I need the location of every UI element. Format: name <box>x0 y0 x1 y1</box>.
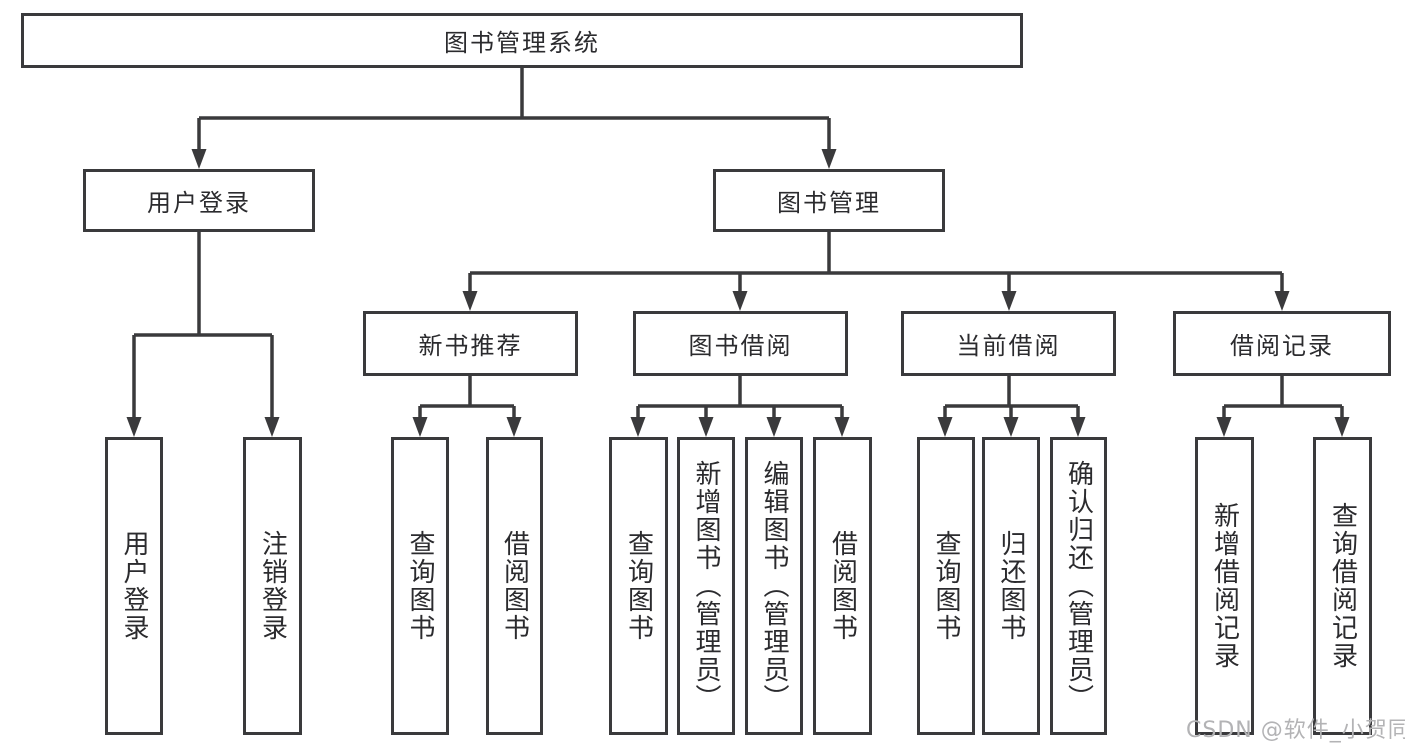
arrow-down-icon <box>1274 291 1290 311</box>
arrow-down-icon <box>462 291 478 311</box>
edge-user-login-arrowheads <box>126 417 280 437</box>
node-library-system: 图书管理系统 <box>21 13 1023 68</box>
node-query-borrow-record: 查询借阅记录 <box>1313 437 1372 735</box>
arrow-down-icon <box>937 417 953 437</box>
arrow-down-icon <box>732 291 748 311</box>
edge-borrowing-records-children <box>1222 376 1344 419</box>
node-borrow-books-borrowing: 借阅图书 <box>813 437 872 735</box>
node-book-borrowing: 图书借阅 <box>633 311 848 376</box>
node-user-login: 用户登录 <box>83 169 315 232</box>
edge-user-login-children <box>132 232 274 419</box>
node-borrowing-records: 借阅记录 <box>1173 311 1391 376</box>
node-user-login-leaf: 用户登录 <box>105 437 163 735</box>
node-query-books-current: 查询图书 <box>917 437 975 735</box>
edge-new-book-recommend-children <box>418 376 516 419</box>
edge-current-borrowing-children <box>943 376 1080 419</box>
arrow-down-icon <box>1070 417 1086 437</box>
node-new-book-recommend: 新书推荐 <box>363 311 578 376</box>
node-borrow-books-recommend: 借阅图书 <box>486 437 543 735</box>
edge-current-borrowing-arrowheads <box>937 417 1086 437</box>
node-add-books-admin: 新增图书（管理员） <box>677 437 735 735</box>
arrow-down-icon <box>698 417 714 437</box>
node-return-books: 归还图书 <box>982 437 1040 735</box>
edge-root-to-level2-arrowheads <box>191 149 837 169</box>
node-current-borrowing: 当前借阅 <box>901 311 1116 376</box>
arrow-down-icon <box>834 417 850 437</box>
arrow-down-icon <box>126 417 142 437</box>
watermark: CSDN @软件_小贺同学 <box>1186 718 1405 743</box>
node-confirm-return-admin: 确认归还（管理员） <box>1050 437 1107 735</box>
arrow-down-icon <box>191 149 207 169</box>
node-query-books-borrowing: 查询图书 <box>609 437 668 735</box>
arrow-down-icon <box>821 149 837 169</box>
node-query-books-recommend: 查询图书 <box>391 437 449 735</box>
edge-new-book-recommend-arrowheads <box>412 417 522 437</box>
edge-book-borrowing-children <box>636 376 844 419</box>
edge-borrowing-records-arrowheads <box>1216 417 1350 437</box>
arrow-down-icon <box>1001 291 1017 311</box>
arrow-down-icon <box>630 417 646 437</box>
arrow-down-icon <box>412 417 428 437</box>
node-book-management: 图书管理 <box>713 169 945 232</box>
arrow-down-icon <box>506 417 522 437</box>
arrow-down-icon <box>766 417 782 437</box>
arrow-down-icon <box>1216 417 1232 437</box>
node-edit-books-admin: 编辑图书（管理员） <box>745 437 803 735</box>
node-add-borrow-record: 新增借阅记录 <box>1195 437 1254 735</box>
arrow-down-icon <box>1334 417 1350 437</box>
edge-book-borrowing-arrowheads <box>630 417 850 437</box>
arrow-down-icon <box>264 417 280 437</box>
edge-book-management-children <box>468 232 1284 293</box>
edge-book-management-arrowheads <box>462 291 1290 311</box>
edge-root-to-level2 <box>197 66 831 151</box>
node-logout: 注销登录 <box>243 437 302 735</box>
arrow-down-icon <box>1003 417 1019 437</box>
